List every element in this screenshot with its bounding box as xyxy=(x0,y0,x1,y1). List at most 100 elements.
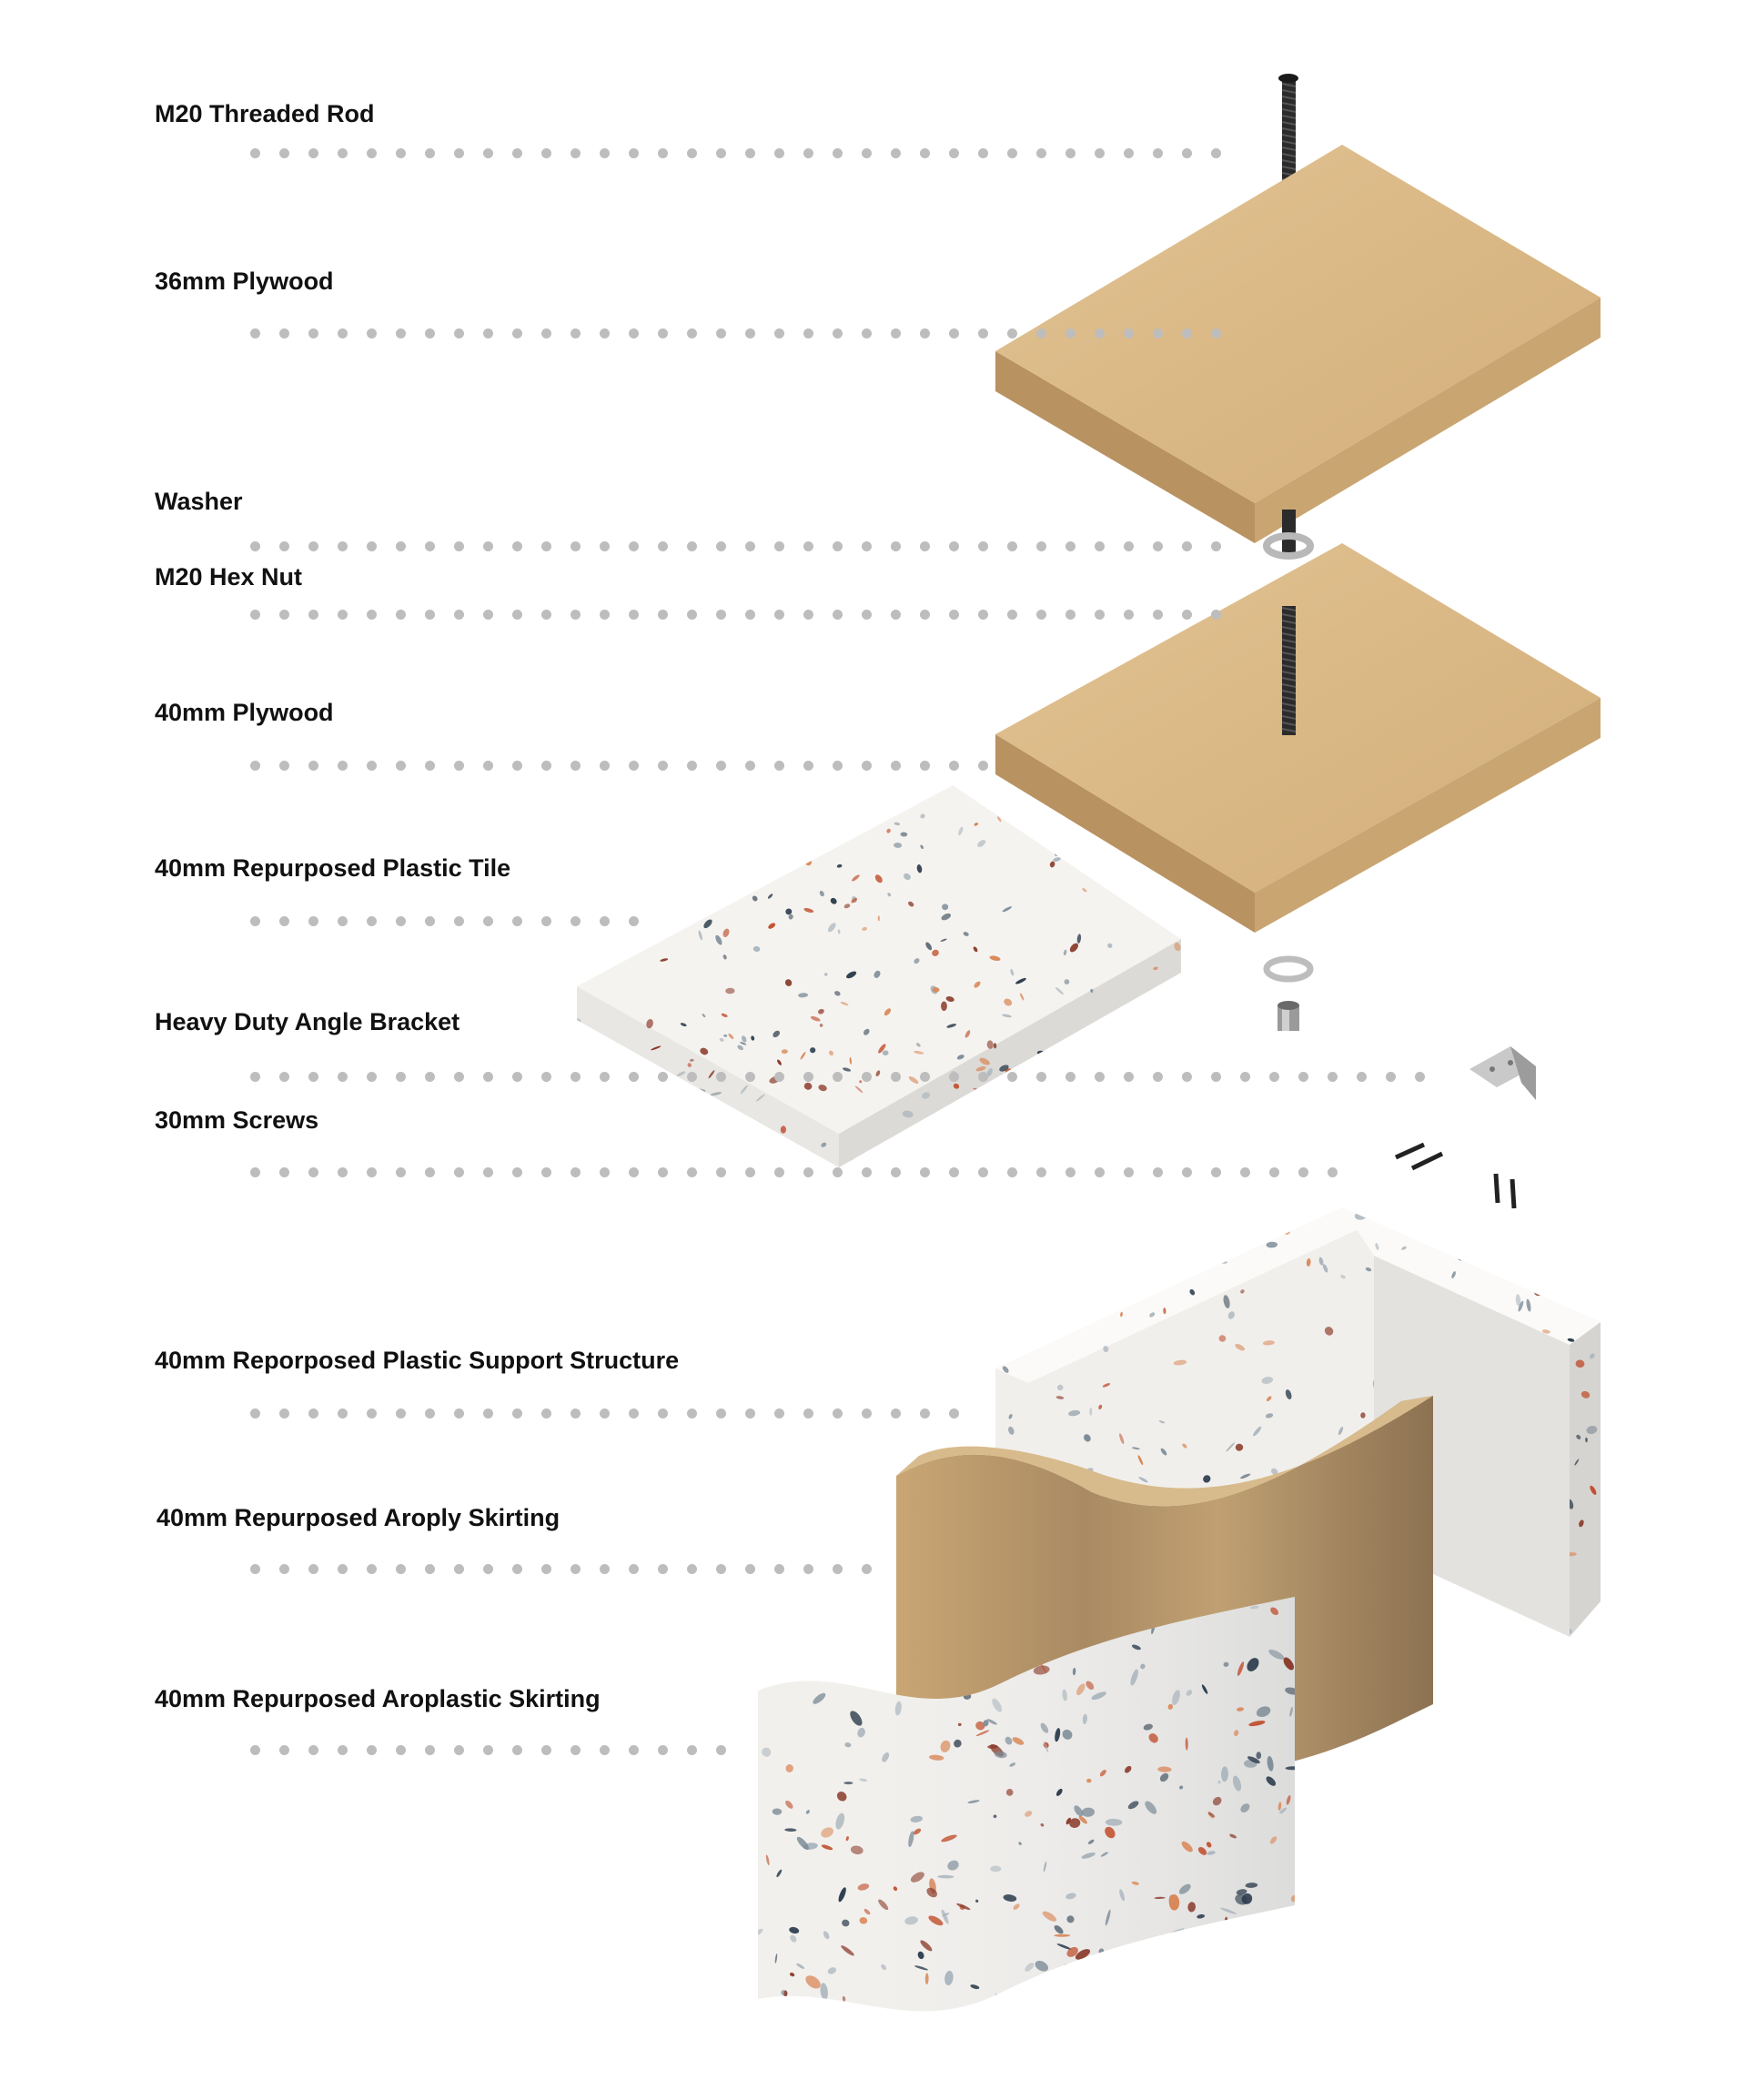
leader-dot xyxy=(949,1408,959,1419)
terrazzo-chip xyxy=(680,1023,687,1027)
leader-dot xyxy=(250,1564,260,1574)
leader-dot xyxy=(803,148,813,158)
terrazzo-chip xyxy=(948,1125,959,1132)
leader-dot xyxy=(687,761,697,771)
terrazzo-chip xyxy=(975,1899,979,1903)
terrazzo-chip xyxy=(1285,1687,1295,1695)
terrazzo-chip xyxy=(773,1030,781,1038)
leader-dot xyxy=(250,148,260,158)
terrazzo-chip xyxy=(1553,1276,1561,1287)
terrazzo-chip xyxy=(1137,1035,1148,1043)
terrazzo-chip xyxy=(1340,1275,1346,1279)
leader-dot xyxy=(978,541,988,551)
terrazzo-chip xyxy=(1067,1219,1075,1227)
terrazzo-chip xyxy=(910,1815,924,1822)
terrazzo-chip xyxy=(1360,1412,1366,1419)
leader-dot xyxy=(338,541,348,551)
terrazzo-chip xyxy=(1586,1426,1598,1435)
leader-dot xyxy=(1007,1072,1017,1082)
terrazzo-chip xyxy=(818,1008,824,1015)
terrazzo-chip xyxy=(1218,1335,1227,1342)
terrazzo-chip xyxy=(1251,1999,1257,2005)
terrazzo-chip xyxy=(902,1110,914,1118)
terrazzo-chip xyxy=(781,1049,788,1055)
terrazzo-chip xyxy=(1522,1622,1529,1629)
terrazzo-chip xyxy=(593,814,596,819)
component-label-plywood-40mm: 40mm Plywood xyxy=(155,699,334,726)
leader-dot xyxy=(600,1072,610,1082)
terrazzo-chip xyxy=(1555,1207,1561,1212)
leader-dot xyxy=(1240,1072,1250,1082)
terrazzo-chip xyxy=(1170,1951,1178,1961)
terrazzo-chip xyxy=(788,914,793,920)
terrazzo-chip xyxy=(617,853,625,856)
terrazzo-chip xyxy=(631,1123,638,1129)
terrazzo-chip xyxy=(1279,1982,1288,1997)
aroplastic-skirting xyxy=(758,1597,1295,2032)
terrazzo-chip xyxy=(917,1951,924,1960)
terrazzo-chip xyxy=(687,1063,692,1067)
terrazzo-chip xyxy=(1473,1681,1478,1685)
terrazzo-chip xyxy=(1160,1448,1167,1456)
component-label-aroply-skirting: 40mm Repurposed Aroply Skirting xyxy=(157,1504,560,1531)
terrazzo-chip xyxy=(1197,1846,1207,1855)
leader-dot xyxy=(1153,328,1163,338)
leader-dot xyxy=(279,761,289,771)
terrazzo-chip xyxy=(1008,1413,1013,1419)
terrazzo-chip xyxy=(803,2027,807,2032)
terrazzo-chip xyxy=(1124,1765,1132,1773)
terrazzo-chip xyxy=(886,1642,895,1648)
leader-dot xyxy=(774,328,784,338)
leader-dot xyxy=(920,541,930,551)
leader-dot xyxy=(425,1745,435,1755)
terrazzo-chip xyxy=(767,894,773,899)
leader-dot xyxy=(862,761,872,771)
terrazzo-chip xyxy=(824,973,828,976)
terrazzo-chip xyxy=(1212,1796,1222,1806)
leader-dot xyxy=(803,761,813,771)
leader-dot xyxy=(454,1167,464,1177)
plywood-36mm xyxy=(995,145,1601,543)
terrazzo-chip xyxy=(1004,1156,1015,1164)
terrazzo-chip xyxy=(1158,1420,1166,1424)
leader-dot xyxy=(425,541,435,551)
leader-dot xyxy=(833,1408,843,1419)
leader-dot xyxy=(891,148,901,158)
terrazzo-chip xyxy=(1137,1219,1148,1226)
leader-dot xyxy=(483,1745,493,1755)
terrazzo-chip xyxy=(1210,1991,1219,1998)
terrazzo-chip xyxy=(993,1128,999,1133)
terrazzo-chip xyxy=(1267,1755,1274,1772)
terrazzo-chip xyxy=(765,1854,770,1866)
terrazzo-chip xyxy=(784,979,793,986)
terrazzo-chip xyxy=(1226,1442,1236,1452)
terrazzo-chip xyxy=(610,885,615,894)
terrazzo-chip xyxy=(843,904,851,909)
leader-dot xyxy=(891,1072,901,1082)
leader-dot xyxy=(716,1408,726,1419)
terrazzo-chip xyxy=(1131,1644,1141,1651)
terrazzo-chip xyxy=(995,1344,998,1352)
terrazzo-chip xyxy=(1237,1707,1245,1711)
terrazzo-chip xyxy=(651,1045,661,1051)
component-label-aroplastic-skirting: 40mm Repurposed Aroplastic Skirting xyxy=(155,1685,601,1712)
terrazzo-chip xyxy=(1553,1207,1565,1213)
terrazzo-chip xyxy=(1123,1960,1132,1965)
terrazzo-chip xyxy=(827,1967,837,1974)
terrazzo-chip xyxy=(874,970,881,978)
leader-dot xyxy=(716,610,726,620)
leader-dot xyxy=(687,1408,697,1419)
leader-dot xyxy=(687,1167,697,1177)
component-label-hex-nut: M20 Hex Nut xyxy=(155,563,303,591)
terrazzo-chip xyxy=(819,1024,823,1027)
terrazzo-chip xyxy=(1266,1776,1277,1786)
terrazzo-chip xyxy=(1131,1447,1140,1450)
leader-dot xyxy=(745,1072,755,1082)
terrazzo-chip xyxy=(1105,1909,1111,1926)
terrazzo-chip xyxy=(863,1908,871,1915)
terrazzo-chip xyxy=(742,1035,747,1043)
terrazzo-chip xyxy=(1576,1434,1581,1439)
leader-dot xyxy=(512,1167,522,1177)
leader-dot xyxy=(774,1408,784,1419)
leader-dot xyxy=(396,1745,406,1755)
